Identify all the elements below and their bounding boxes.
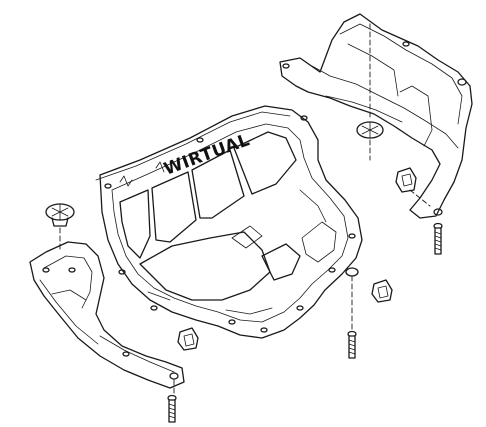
right-rear-splash-guard [279, 13, 473, 219]
clip-nut-right [395, 167, 417, 193]
leader-line [409, 189, 431, 207]
clip-nut-left [177, 327, 199, 351]
main-underbody-shield [95, 105, 363, 339]
expansion-rivet-left [45, 203, 75, 227]
screw-right [433, 222, 443, 255]
grommet-icon [345, 267, 359, 277]
left-front-splash-guard [29, 241, 185, 389]
screw-center [347, 330, 357, 359]
watermark-text: WIRTUAL [161, 130, 252, 180]
clip-nut-center [371, 279, 393, 303]
screw-left [167, 394, 177, 423]
expansion-rivet-right [356, 121, 384, 139]
